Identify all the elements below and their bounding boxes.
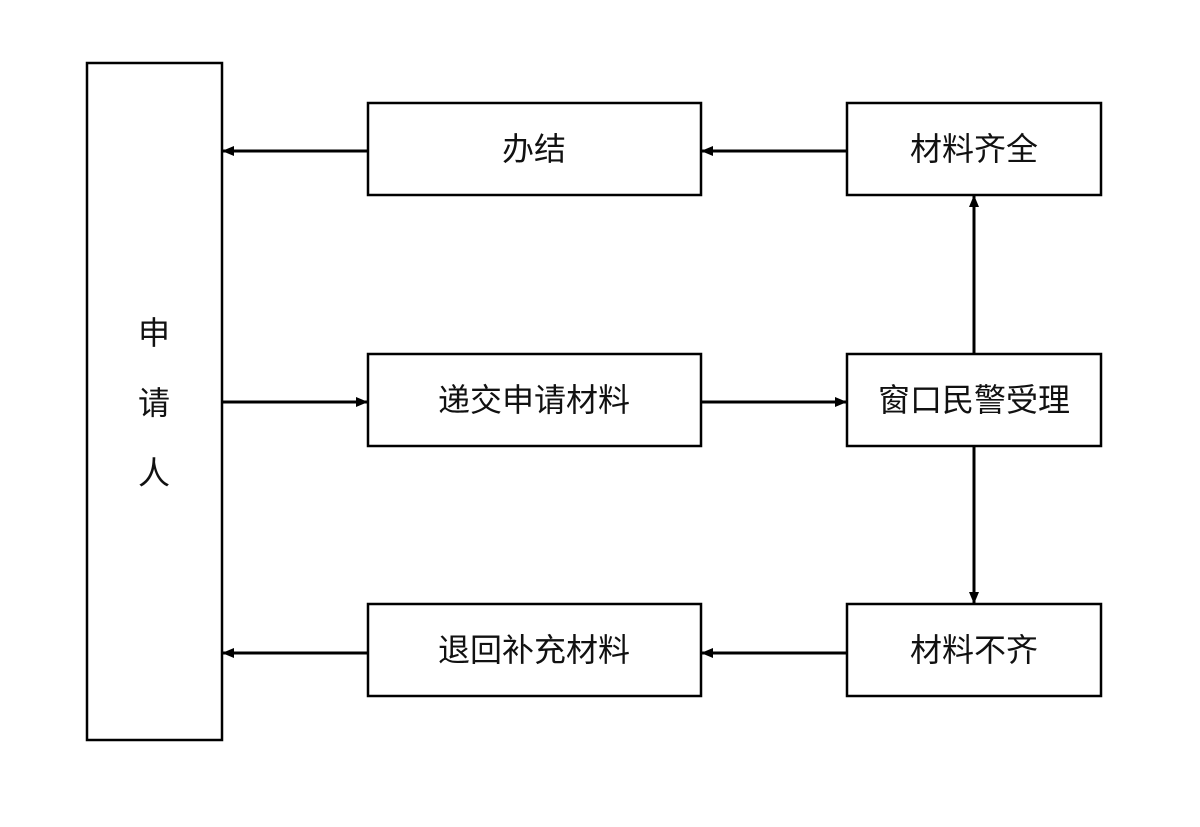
node-finish: 办结 <box>366 101 703 197</box>
submit-box <box>366 352 703 448</box>
applicant-char-1: 申 <box>138 314 170 352</box>
node-applicant: 申 请 人 <box>85 61 224 742</box>
node-incomplete: 材料不齐 <box>845 602 1103 698</box>
node-complete: 材料齐全 <box>845 101 1103 197</box>
finish-label: 办结 <box>502 130 566 168</box>
complete-label: 材料齐全 <box>910 130 1038 168</box>
submit-label: 递交申请材料 <box>438 381 630 419</box>
applicant-char-2: 请 <box>138 384 170 422</box>
return-label: 退回补充材料 <box>438 631 630 669</box>
window-police-label: 窗口民警受理 <box>878 381 1070 419</box>
applicant-box <box>85 61 224 742</box>
return-box <box>366 602 703 698</box>
window-police-box <box>845 352 1103 448</box>
node-window-police: 窗口民警受理 <box>845 352 1103 448</box>
finish-box <box>366 101 703 197</box>
applicant-char-3: 人 <box>138 454 170 492</box>
node-return: 退回补充材料 <box>366 602 703 698</box>
node-submit: 递交申请材料 <box>366 352 703 448</box>
complete-box <box>845 101 1103 197</box>
incomplete-label: 材料不齐 <box>910 631 1038 669</box>
incomplete-box <box>845 602 1103 698</box>
